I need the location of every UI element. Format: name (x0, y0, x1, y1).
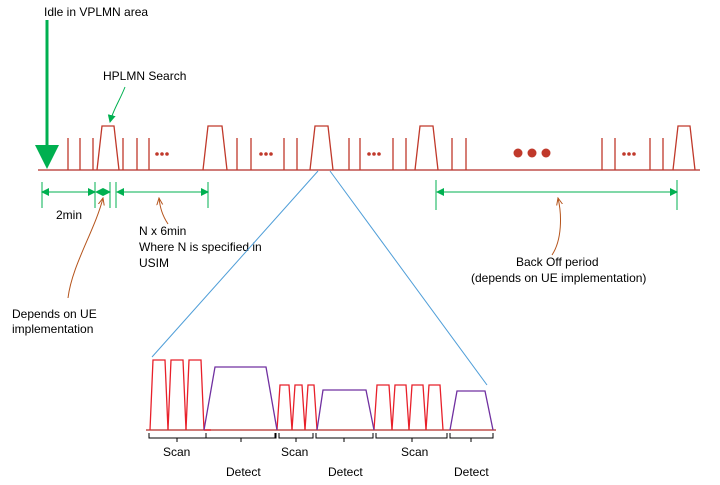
backoff-sub-label: (depends on UE implementation) (471, 271, 646, 285)
ue-leader (67, 198, 103, 299)
detail-label-scan-1: Scan (163, 445, 190, 459)
detail-braces (148, 433, 494, 442)
backoff-label: Back Off period (516, 255, 599, 269)
backoff-leader (551, 198, 560, 256)
detail-detect-pulses (203, 366, 494, 431)
detail-label-scan-3: Scan (401, 445, 428, 459)
hplmn-search-pulses (96, 125, 696, 171)
ellipsis-dots-large (513, 148, 551, 158)
interval-brackets (41, 180, 678, 210)
n-specified-label: Where N is specified in (139, 240, 262, 254)
ellipsis-dots-small (155, 152, 636, 156)
zoom-line-right (329, 170, 488, 386)
detail-scan-pulses (149, 359, 444, 431)
detail-label-detect-1: Detect (226, 465, 261, 479)
scan-ticks (67, 138, 664, 170)
usim-label: USIM (139, 256, 169, 270)
two-min-label: 2min (56, 208, 82, 222)
idle-label: Idle in VPLMN area (44, 5, 148, 19)
zoom-line-left (151, 170, 319, 358)
n-times-6min-label: N x 6min (139, 224, 186, 238)
detail-label-scan-2: Scan (281, 445, 308, 459)
n-times-leader (159, 198, 169, 225)
detail-label-detect-2: Detect (328, 465, 363, 479)
ue-implementation-label: Depends on UE (12, 307, 97, 321)
hplmn-search-label: HPLMN Search (103, 69, 186, 83)
detail-label-detect-3: Detect (454, 465, 489, 479)
hplmn-search-leader (107, 86, 126, 123)
ue-implementation-label-2: implementation (12, 322, 93, 336)
